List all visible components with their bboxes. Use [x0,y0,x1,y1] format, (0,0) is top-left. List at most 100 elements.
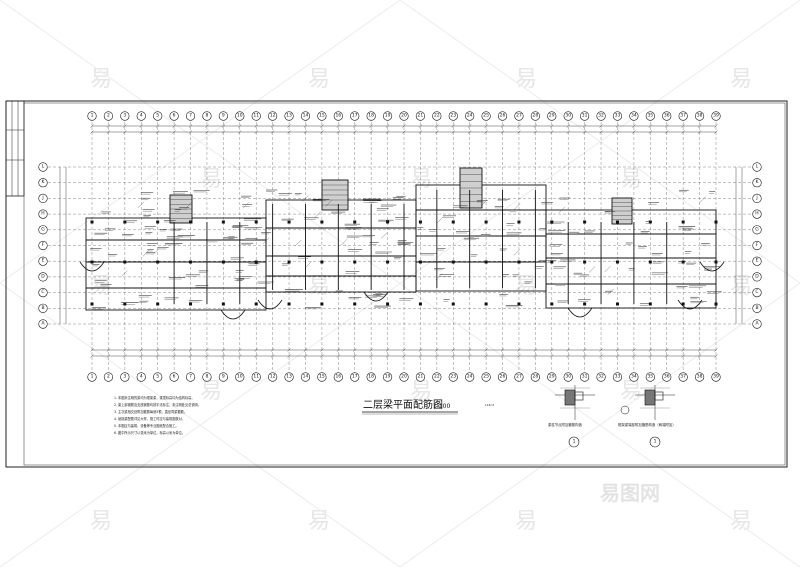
axis-bubble-bottom [580,372,590,382]
dimension-tick [172,130,176,134]
axis-bubble-top [317,111,327,121]
leader-line [294,240,302,247]
axis-bubble-right-label: J [755,195,757,201]
dimension-tick [303,348,308,352]
axis-bubble-top [136,111,146,121]
axis-bubble-bottom [300,372,311,382]
dimension-tick [697,130,702,134]
dimension-tick [254,348,258,352]
bay-window [220,309,246,320]
watermark-glyph: 易 [410,379,432,404]
dimension-tick [435,124,439,128]
dimension-tick [320,354,324,358]
axis-bubble-right [752,209,762,219]
axis-bubble-top [235,111,245,121]
axis-bubble-top [612,111,623,121]
axis-bubble-bottom-label: 24 [467,374,473,380]
dimension-tick [353,354,357,358]
axis-bubble-left [38,162,48,172]
dimension-tick [599,348,603,352]
dimension-tick [550,130,554,134]
axis-bubble-top-label: 23 [450,113,456,119]
dimension-tick [385,130,390,134]
column-mark [90,220,94,224]
axis-bubble-bottom-label: 30 [565,374,571,380]
dimension-tick [123,348,127,352]
axis-bubble-bottom-label: 13 [286,374,292,380]
axis-bubble-left-label: L [42,164,45,170]
column-mark [189,220,193,224]
axis-bubble-top [514,111,524,121]
axis-bubble-bottom [547,372,557,382]
axis-bubble-top-label: 32 [598,113,604,119]
bay-window [79,261,105,272]
axis-bubble-bottom [481,372,491,382]
dimension-tick [500,124,505,128]
axis-bubble-right [752,319,762,329]
axis-bubble-bottom [317,372,327,382]
axis-bubble-top [87,111,97,121]
dimension-tick [90,130,94,134]
dimension-tick [205,124,209,128]
dimension-tick [484,130,488,134]
dimension-tick [320,130,324,134]
axis-bubble-bottom [333,372,343,382]
leader-line [121,270,128,277]
brand-watermark: 易图网 [600,481,660,505]
axis-bubble-top [333,111,343,121]
axis-bubble-right [752,256,762,266]
dimension-tick [402,124,406,128]
dimension-tick [156,124,160,128]
axis-bubble-right-label: A [755,321,759,327]
axis-bubble-top-label: 8 [206,113,209,119]
watermark-glyph: 易 [620,167,642,192]
axis-bubble-bottom-label: 35 [647,374,653,380]
note-line: 6. 图中所示尺寸以毫米为单位，标高以米为单位。 [114,430,185,435]
dimension-tick [106,124,111,128]
leader-line [607,288,614,296]
dimension-tick [484,348,488,352]
column-mark [517,260,521,264]
axis-bubble-top [530,111,540,121]
leader-line [302,195,309,202]
axis-bubble-top-label: 11 [253,113,259,119]
axis-bubble-bottom [448,372,458,382]
dimension-tick [681,354,685,358]
axis-bubble-top [711,111,721,121]
watermark-glyph: 易 [90,67,112,92]
dimension-tick [550,124,554,128]
axis-bubble-bottom [415,372,426,382]
dimension-tick [90,348,94,352]
axis-bubble-left [38,288,48,298]
column-mark [451,260,455,264]
axis-bubble-bottom-label: 18 [368,374,374,380]
axis-bubble-top [350,111,360,121]
dimension-tick [681,348,685,352]
dimension-tick [582,354,587,358]
axis-bubble-bottom-label: 19 [385,374,391,380]
axis-bubble-right-label: C [755,289,758,295]
column-mark [418,220,422,224]
leader-line [325,200,332,207]
axis-bubble-bottom-label: 31 [582,374,588,380]
dimension-tick [582,124,587,128]
dimension-tick [188,130,193,134]
dimension-tick [418,354,423,358]
dimension-tick [402,130,406,134]
dimension-tick [270,354,275,358]
dimension-tick [714,130,718,134]
leader-line [137,201,145,208]
axis-bubble-top-label: 31 [582,113,588,119]
axis-bubble-right [752,178,762,188]
column-mark [418,302,422,306]
axis-bubble-right-label: K [756,179,760,185]
leader-line [314,211,321,218]
dimension-tick [615,348,620,352]
axis-bubble-top-label: 20 [401,113,407,119]
dimension-tick [451,354,455,358]
axis-bubble-top-label: 12 [270,113,276,119]
axis-bubble-bottom [136,372,146,382]
dimension-tick [238,130,242,134]
axis-bubble-left-label: F [42,242,45,248]
axis-bubble-bottom-label: 5 [156,374,159,380]
